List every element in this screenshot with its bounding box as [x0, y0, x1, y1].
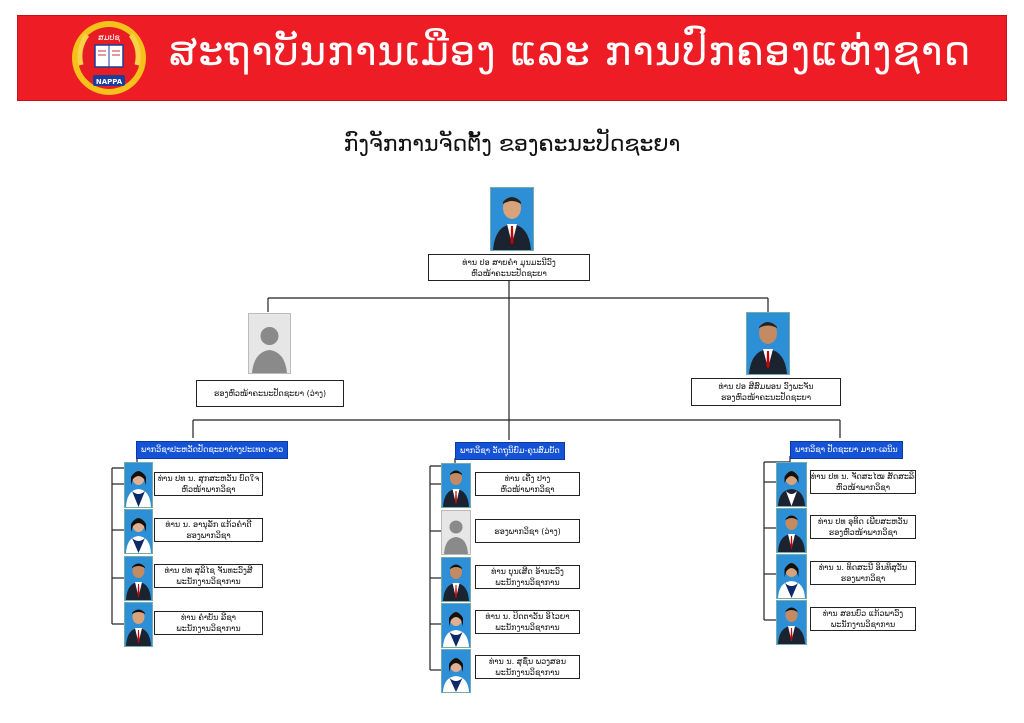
member-photo	[441, 463, 471, 508]
member-name: ທ່ານ ປທ ສຸລິໄຊ ຈັນທະວົງສີ	[164, 566, 253, 575]
member-box: ທ່ານ ປທ ນ. ຈັດສະໄໝ ສັດສະລິດ ຫົວໜ້າພາກວິຊ…	[810, 470, 916, 494]
member-name: ທ່ານ ເຄື່ງ ປາງ	[504, 474, 551, 483]
member-name: ທ່ານ ປທ ອຸທິດ ເພີຍສະຫວັນ	[818, 517, 908, 526]
chart-title: ກົງຈັກການຈັດຕັ້ງ ຂອງຄະນະປັດຊະຍາ	[343, 132, 681, 157]
member-photo	[124, 462, 153, 508]
member-box: ທ່ານ ປທ ອຸທິດ ເພີຍສະຫວັນ ຮອງຫົວໜ້າພາກວິຊ…	[810, 515, 916, 539]
head-name: ທ່ານ ປອ ສາຍຄໍາ ມຸນມະນີວົງ	[462, 257, 556, 267]
deputy-right-name: ທ່ານ ປອ ສີສົມພອນ ວົງພະຈັນ	[718, 382, 814, 391]
member-name: ທ່ານ ຄໍາບັນ ລີຊາ	[181, 613, 236, 622]
header-banner: ສມປຊ NAPPA ສະຖາບັນການເມືອງ ແລະ ການປົກຄອງ…	[17, 15, 1007, 101]
member-photo	[776, 554, 807, 599]
head-photo	[490, 187, 534, 251]
head-role: ຫົວໜ້າຄະນະປັດຊະຍາ	[471, 268, 547, 278]
dept-header-materialism: ພາກວິຊາ ວັດຖຸນິຍົມ-ຄຸນສົມບັດ	[455, 442, 565, 460]
member-role: ພະນັກງານວິຊາການ	[495, 668, 560, 677]
institution-title: ສະຖາບັນການເມືອງ ແລະ ການປົກຄອງແຫ່ງຊາດ	[169, 29, 972, 75]
member-photo	[441, 649, 471, 693]
member-box: ທ່ານ ສອນບົວ ແກ້ວພາວົງ ພະນັກງານວິຊາການ	[810, 607, 916, 631]
member-name: ທ່ານ ນ. ປິດຕາວັນ ອິໄວຍາ	[485, 612, 570, 621]
member-photo	[776, 600, 807, 645]
deputy-right-role: ຮອງຫົວໜ້າຄະນະປັດຊະຍາ	[720, 393, 812, 402]
member-role: ຮອງພາກວິຊາ (ວ່າງ)	[494, 526, 561, 536]
member-role: ພະນັກງານວິຊາການ	[495, 578, 560, 587]
member-role: ພະນັກງານວິຊາການ	[495, 623, 560, 632]
deputy-right-box: ທ່ານ ປອ ສີສົມພອນ ວົງພະຈັນ ຮອງຫົວໜ້າຄະນະປ…	[691, 378, 841, 406]
member-role: ຫົວໜ້າພາກວິຊາ	[835, 483, 891, 492]
member-photo	[124, 556, 153, 601]
member-name: ທ່ານ ສອນບົວ ແກ້ວພາວົງ	[822, 609, 904, 618]
member-box: ທ່ານ ນ. ອານຸລັກ ແກ້ວຄໍາດີ ຮອງພາກວິຊາ	[154, 518, 263, 542]
member-box: ທ່ານ ບຸນເສີດ ອ້ານະວົງ ພະນັກງານວິຊາການ	[475, 565, 580, 589]
member-role: ຮອງຫົວໜ້າພາກວິຊາ	[828, 528, 898, 537]
member-photo	[441, 557, 471, 602]
member-role: ພະນັກງານວິຊາການ	[830, 620, 896, 629]
member-box: ທ່ານ ປທ ສຸລິໄຊ ຈັນທະວົງສີ ພະນັກງານວິຊາກາ…	[154, 564, 263, 588]
head-box: ທ່ານ ປອ ສາຍຄໍາ ມຸນມະນີວົງ ຫົວໜ້າຄະນະປັດຊ…	[428, 254, 590, 281]
member-box: ທ່ານ ນ. ສຸຊົ່ນ ພວງສອນ ພະນັກງານວິຊາການ	[475, 655, 580, 679]
member-role: ຮອງພາກວິຊາ	[186, 531, 231, 540]
member-box: ທ່ານ ນ. ທິດສະນີ ອິນທິສຸວັນ ຮອງພາກວິຊາ	[810, 561, 916, 585]
deputy-left-role: ຮອງຫົວໜ້າຄະນະປັດຊະຍາ (ວ່າງ)	[213, 389, 327, 398]
member-role: ພະນັກງານວິຊາການ	[176, 577, 241, 586]
nappa-logo-icon: ສມປຊ NAPPA	[69, 19, 149, 97]
member-box: ທ່ານ ນ. ປິດຕາວັນ ອິໄວຍາ ພະນັກງານວິຊາການ	[475, 610, 580, 634]
member-box: ທ່ານ ເຄື່ງ ປາງ ຫົວໜ້າພາກວິຊາ	[475, 472, 580, 496]
svg-text:ສມປຊ: ສມປຊ	[98, 33, 120, 43]
member-name: ທ່ານ ປທ ນ. ສຸກສະຫວັນ ບົດໃຈ	[157, 474, 260, 483]
member-placeholder-photo	[441, 510, 471, 555]
member-name: ທ່ານ ບຸນເສີດ ອ້ານະວົງ	[491, 567, 564, 576]
member-photo	[776, 508, 807, 553]
member-photo	[124, 602, 153, 647]
deputy-left-box: ຮອງຫົວໜ້າຄະນະປັດຊະຍາ (ວ່າງ)	[196, 380, 344, 407]
member-name: ທ່ານ ນ. ອານຸລັກ ແກ້ວຄໍາດີ	[165, 520, 252, 529]
member-role: ຫົວໜ້າພາກວິຊາ	[181, 485, 236, 494]
member-role: ຫົວໜ້າພາກວິຊາ	[500, 485, 555, 494]
member-name: ທ່ານ ປທ ນ. ຈັດສະໄໝ ສັດສະລິດ	[811, 472, 915, 481]
member-role: ຮອງພາກວິຊາ	[840, 574, 886, 583]
deputy-right-photo	[746, 312, 790, 375]
member-box: ທ່ານ ປທ ນ. ສຸກສະຫວັນ ບົດໃຈ ຫົວໜ້າພາກວິຊາ	[154, 472, 263, 496]
dept-header-history: ພາກວິຊາປະຫວັດປັດຊະຍາຕ່າງປະເທດ-ລາວ	[136, 441, 289, 459]
member-role: ພະນັກງານວິຊາການ	[176, 624, 241, 633]
dept-header-marxism: ພາກວິຊາ ປັດຊະຍາ ມາກ-ເລນິນ	[790, 441, 903, 459]
member-name: ທ່ານ ນ. ທິດສະນີ ອິນທິສຸວັນ	[818, 563, 908, 572]
member-box: ທ່ານ ຄໍາບັນ ລີຊາ ພະນັກງານວິຊາການ	[154, 611, 263, 635]
svg-text:NAPPA: NAPPA	[96, 78, 123, 86]
member-box: ຮອງພາກວິຊາ (ວ່າງ)	[475, 519, 580, 543]
deputy-left-placeholder-photo	[248, 313, 291, 374]
member-photo	[776, 462, 807, 507]
member-photo	[124, 509, 153, 554]
member-photo	[441, 603, 471, 648]
member-name: ທ່ານ ນ. ສຸຊົ່ນ ພວງສອນ	[489, 657, 566, 666]
